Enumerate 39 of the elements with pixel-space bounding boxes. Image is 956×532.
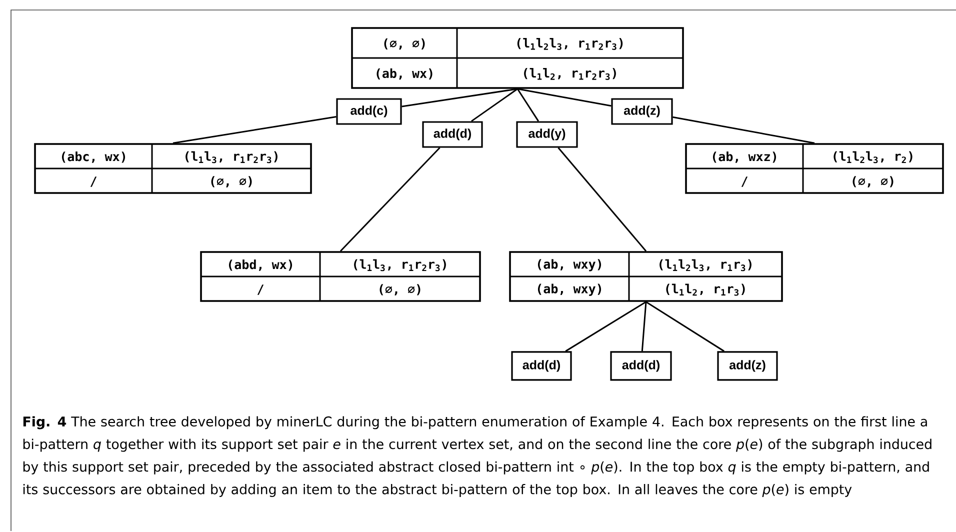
pattern-pair: (ab, wxy) (538, 284, 602, 296)
pattern-pair: (l$_{1}$l$_{3}$, r$_{1}$r$_{2}$r$_{3}$) (186, 151, 278, 164)
operation-box: add(y) (516, 121, 578, 148)
connector-line (641, 302, 647, 352)
connector-line (517, 88, 612, 107)
connector-line (340, 147, 440, 252)
connector-line (565, 301, 646, 352)
pattern-pair: (l$_{1}$l$_{2}$l$_{3}$, r$_{1}$r$_{3}$) (660, 259, 752, 272)
figure-caption: Fig. 4 The search tree developed by minerLC during the bi-pattern enumeration of Example 4. Each box represents on the first line a bi-pattern q together with its support set pair e in the current vertex set, and on the second line the core p(e) of the subgraph induced by this support set pair, preceded by the associated abstract closed bi-pattern int ∘ p(e). In the top box q is the empty bi-pattern, and its successors are obtained by adding an item to the abstract bi-pattern of the top box. In all leaves the core p(e) is empty (23, 416, 932, 497)
operation-box: add(d) (422, 121, 483, 148)
connector-line (558, 147, 647, 252)
pattern-pair: (l$_{1}$l$_{2}$, r$_{1}$r$_{2}$r$_{3}$) (524, 68, 616, 80)
pattern-pair: (abd, wx) (228, 260, 292, 271)
operation-box: add(d) (610, 351, 672, 381)
connector-line (402, 88, 518, 108)
pattern-pair: (∅, ∅) (384, 38, 425, 50)
pattern-pair: (∅, ∅) (852, 176, 894, 188)
pattern-pair: (l$_{1}$l$_{2}$l$_{3}$, r$_{2}$) (834, 151, 912, 164)
connector-line (516, 88, 540, 122)
operation-box: add(d) (511, 351, 572, 381)
pattern-pair: (ab, wx) (376, 68, 432, 80)
pattern-pair: (∅, ∅) (211, 176, 252, 188)
pattern-pair: (ab, wxy) (538, 259, 602, 272)
pattern-pair: (∅, ∅) (380, 284, 420, 296)
operation-box: add(z) (717, 351, 778, 381)
pattern-pair: / (257, 284, 264, 295)
pattern-pair: (ab, wxz) (712, 152, 776, 163)
connector-line (646, 301, 724, 352)
pattern-pair: (l$_{1}$l$_{2}$l$_{3}$, r$_{1}$r$_{2}$r$_{3}$) (517, 38, 623, 50)
pattern-pair: / (741, 176, 748, 187)
connector-line (172, 116, 336, 144)
pattern-pair: / (90, 176, 97, 187)
pattern-pair: (l$_{1}$l$_{2}$, r$_{1}$r$_{3}$) (666, 284, 745, 296)
connector-line (672, 116, 815, 144)
operation-box: add(z) (611, 98, 673, 125)
pattern-pair: (abc, wx) (62, 152, 126, 163)
connector-line (471, 88, 518, 122)
operation-box: add(c) (336, 98, 402, 125)
pattern-pair: (l$_{1}$l$_{3}$, r$_{1}$r$_{2}$r$_{3}$) (354, 259, 446, 272)
